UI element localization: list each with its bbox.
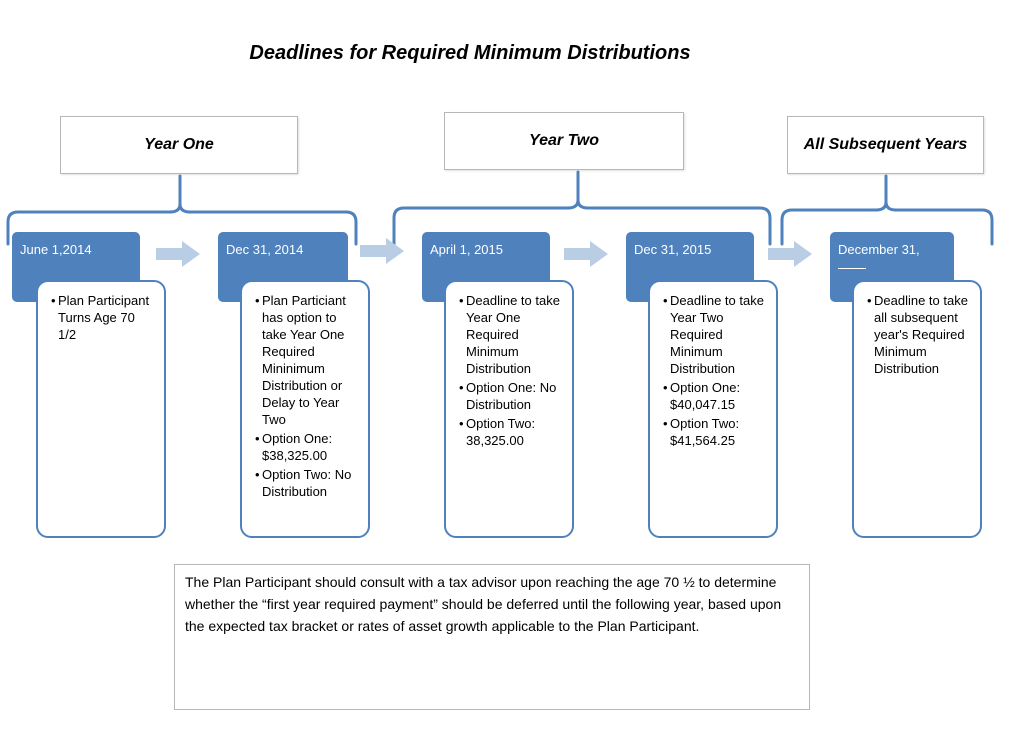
- date-label: April 1, 2015: [430, 242, 503, 257]
- step-card-5: Deadline to take all subsequent year's R…: [852, 280, 982, 538]
- card-bullet: Option One: $40,047.15: [663, 379, 768, 413]
- card-bullet: Deadline to take Year Two Required Minim…: [663, 292, 768, 377]
- subsequent-years-box: All Subsequent Years: [787, 116, 984, 174]
- step-card-3: Deadline to take Year One Required Minim…: [444, 280, 574, 538]
- year-one-label: Year One: [144, 136, 214, 153]
- date-label: Dec 31, 2015: [634, 242, 712, 257]
- card-bullet: Option One: No Distribution: [459, 379, 564, 413]
- card-bullet: Plan Participant Turns Age 70 1/2: [51, 292, 156, 343]
- card-bullet: Option Two: $41,564.25: [663, 415, 768, 449]
- step-card-2: Plan Particiant has option to take Year …: [240, 280, 370, 538]
- date-label: June 1,2014: [20, 242, 92, 257]
- advisory-note: The Plan Participant should consult with…: [174, 564, 810, 710]
- arrow-right-icon: [360, 238, 404, 264]
- card-bullet: Plan Particiant has option to take Year …: [255, 292, 360, 428]
- step-card-1: Plan Participant Turns Age 70 1/2: [36, 280, 166, 538]
- card-bullet: Deadline to take Year One Required Minim…: [459, 292, 564, 377]
- year-two-box: Year Two: [444, 112, 684, 170]
- card-bullet: Option One: $38,325.00: [255, 430, 360, 464]
- arrow-right-icon: [564, 241, 608, 267]
- arrow-right-icon: [768, 241, 812, 267]
- arrow-right-icon: [156, 241, 200, 267]
- card-bullet: Option Two: No Distribution: [255, 466, 360, 500]
- bracket-subsequent-years: [780, 174, 994, 246]
- bracket-year-one: [6, 174, 358, 246]
- bracket-year-two: [392, 170, 772, 246]
- year-one-box: Year One: [60, 116, 298, 174]
- card-bullet: Option Two: 38,325.00: [459, 415, 564, 449]
- date-label: Dec 31, 2014: [226, 242, 304, 257]
- step-card-4: Deadline to take Year Two Required Minim…: [648, 280, 778, 538]
- year-two-label: Year Two: [529, 132, 599, 149]
- subsequent-years-label: All Subsequent Years: [803, 136, 968, 153]
- advisory-note-text: The Plan Participant should consult with…: [185, 574, 782, 634]
- date-label: December 31,: [838, 242, 920, 257]
- date-blank-line: [838, 260, 866, 269]
- card-bullet: Deadline to take all subsequent year's R…: [867, 292, 972, 377]
- diagram-title: Deadlines for Required Minimum Distribut…: [249, 42, 691, 64]
